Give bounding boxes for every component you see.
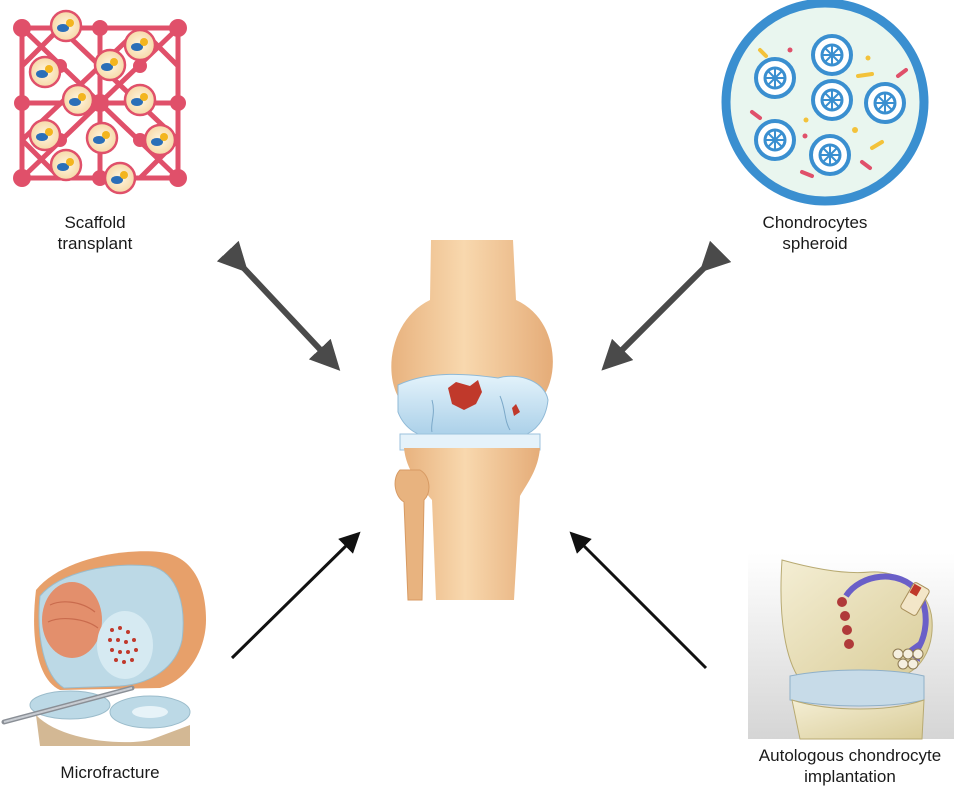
microfracture-label-line-1: Microfracture bbox=[30, 762, 190, 783]
chondrocytes-label-line-2: spheroid bbox=[735, 233, 895, 254]
microfracture-label: Microfracture bbox=[30, 762, 190, 783]
chondrocytes-label-line-1: Chondrocytes bbox=[735, 212, 895, 233]
microfracture-knee-icon bbox=[4, 551, 206, 746]
scaffold-label-line-2: transplant bbox=[30, 233, 160, 254]
knee-joint-icon bbox=[391, 240, 553, 600]
scaffold-lattice-icon bbox=[13, 11, 187, 193]
chondrocyte-spheroid-icon bbox=[726, 3, 924, 201]
arrow-aci-to-knee bbox=[578, 540, 706, 668]
autologous-label-line-1: Autologous chondrocyte bbox=[740, 745, 960, 766]
chondrocytes-spheroid-label: Chondrocytes spheroid bbox=[735, 212, 895, 254]
aci-knee-icon bbox=[748, 553, 954, 739]
scaffold-label-line-1: Scaffold bbox=[30, 212, 160, 233]
autologous-label-line-2: implantation bbox=[740, 766, 960, 787]
arrow-spheroid-to-knee bbox=[612, 262, 710, 360]
arrow-scaffold-to-knee bbox=[238, 262, 330, 360]
scaffold-transplant-label: Scaffold transplant bbox=[30, 212, 160, 254]
autologous-chondrocyte-implantation-label: Autologous chondrocyte implantation bbox=[740, 745, 960, 787]
arrow-microfracture-to-knee bbox=[232, 540, 352, 658]
